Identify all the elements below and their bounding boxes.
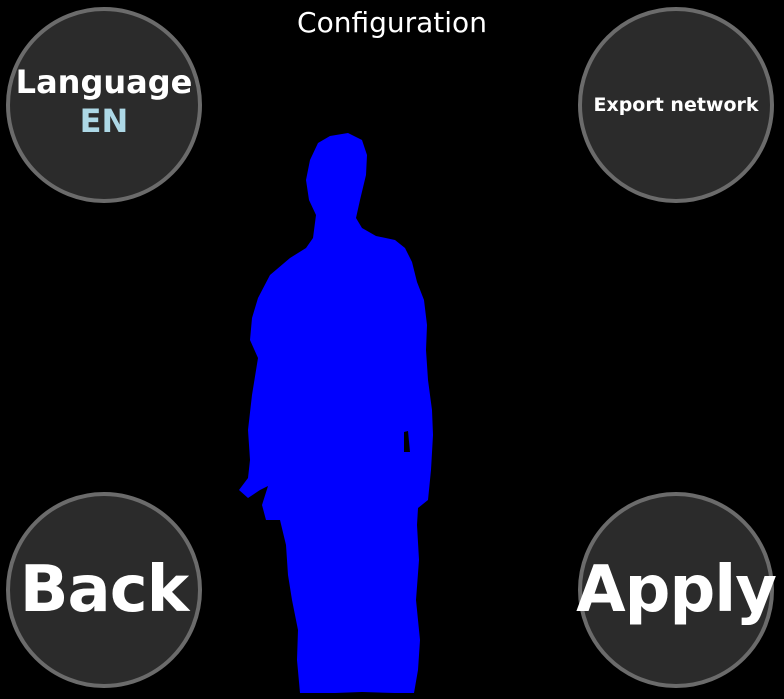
language-button[interactable]: Language EN (6, 7, 202, 203)
apply-button[interactable]: Apply (576, 492, 777, 688)
export-network-label: Export network (593, 94, 759, 116)
back-button[interactable]: Back (6, 492, 202, 688)
page-title: Configuration (297, 6, 487, 39)
language-label: Language (15, 63, 193, 101)
language-value: EN (79, 102, 129, 140)
apply-label: Apply (576, 553, 777, 627)
back-label: Back (19, 553, 189, 627)
export-network-button[interactable]: Export network (578, 7, 774, 203)
